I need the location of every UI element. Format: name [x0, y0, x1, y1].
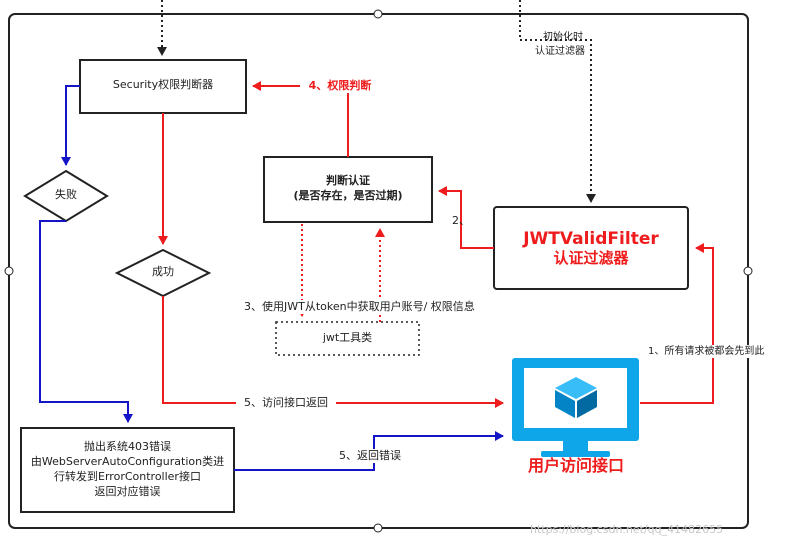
edge-filter-to-judge	[438, 186, 494, 249]
edge-init-filter	[519, 0, 596, 203]
frame-handle-top[interactable]	[373, 9, 383, 19]
throw-label-1: 抛出系统403错误	[84, 440, 171, 453]
edge-success-to-api	[162, 296, 504, 408]
frame-handle-left[interactable]	[4, 266, 14, 276]
edge-step5-error-label: 5、返回错误	[327, 449, 413, 464]
throw-label-2: 由WebServerAutoConfiguration类进	[30, 455, 225, 468]
cube-icon	[555, 377, 597, 418]
throw-label-3: 行转发到ErrorController接口	[54, 470, 201, 483]
jwt-util-label: jwt工具类	[322, 331, 373, 344]
throw-label-4: 返回对应错误	[94, 485, 161, 498]
user-api-label: 用户访问接口	[527, 456, 624, 475]
edge-step3-label: 3、使用JWT从token中获取用户账号/ 权限信息	[244, 300, 488, 315]
edge-fail-to-throw	[39, 220, 133, 423]
jwt-util-box[interactable]	[275, 321, 420, 356]
fail-label: 失败	[55, 188, 77, 201]
judge-label-1: 判断认证	[326, 174, 370, 187]
security-box[interactable]	[79, 59, 247, 114]
frame-handle-bottom[interactable]	[373, 523, 383, 533]
watermark: https://blog.csdn.net/qq_41482655	[530, 523, 723, 536]
edge-security-to-fail	[61, 85, 80, 166]
success-label: 成功	[152, 265, 174, 278]
edge-step4-label: 4、权限判断	[300, 79, 380, 94]
edge-api-to-filter	[640, 243, 714, 404]
security-label: Security权限判断器	[112, 78, 214, 91]
edge-step1-label: 1、所有请求被都会先到此	[648, 345, 786, 358]
frame-handle-right[interactable]	[743, 266, 753, 276]
jwt-filter-label-1: JWTValidFilter	[523, 229, 659, 249]
judge-label-2: (是否存在，是否过期)	[293, 189, 403, 202]
edge-init-label-1: 初始化时	[543, 32, 583, 43]
edge-init-label-2: 认证过滤器	[535, 46, 585, 57]
edge-step2-label: 2、	[452, 214, 470, 227]
jwt-filter-label-2: 认证过滤器	[553, 249, 629, 267]
edge-judge-to-security	[252, 81, 349, 157]
monitor-icon	[512, 358, 639, 457]
edge-step5-success-label: 5、访问接口返回	[236, 396, 336, 411]
